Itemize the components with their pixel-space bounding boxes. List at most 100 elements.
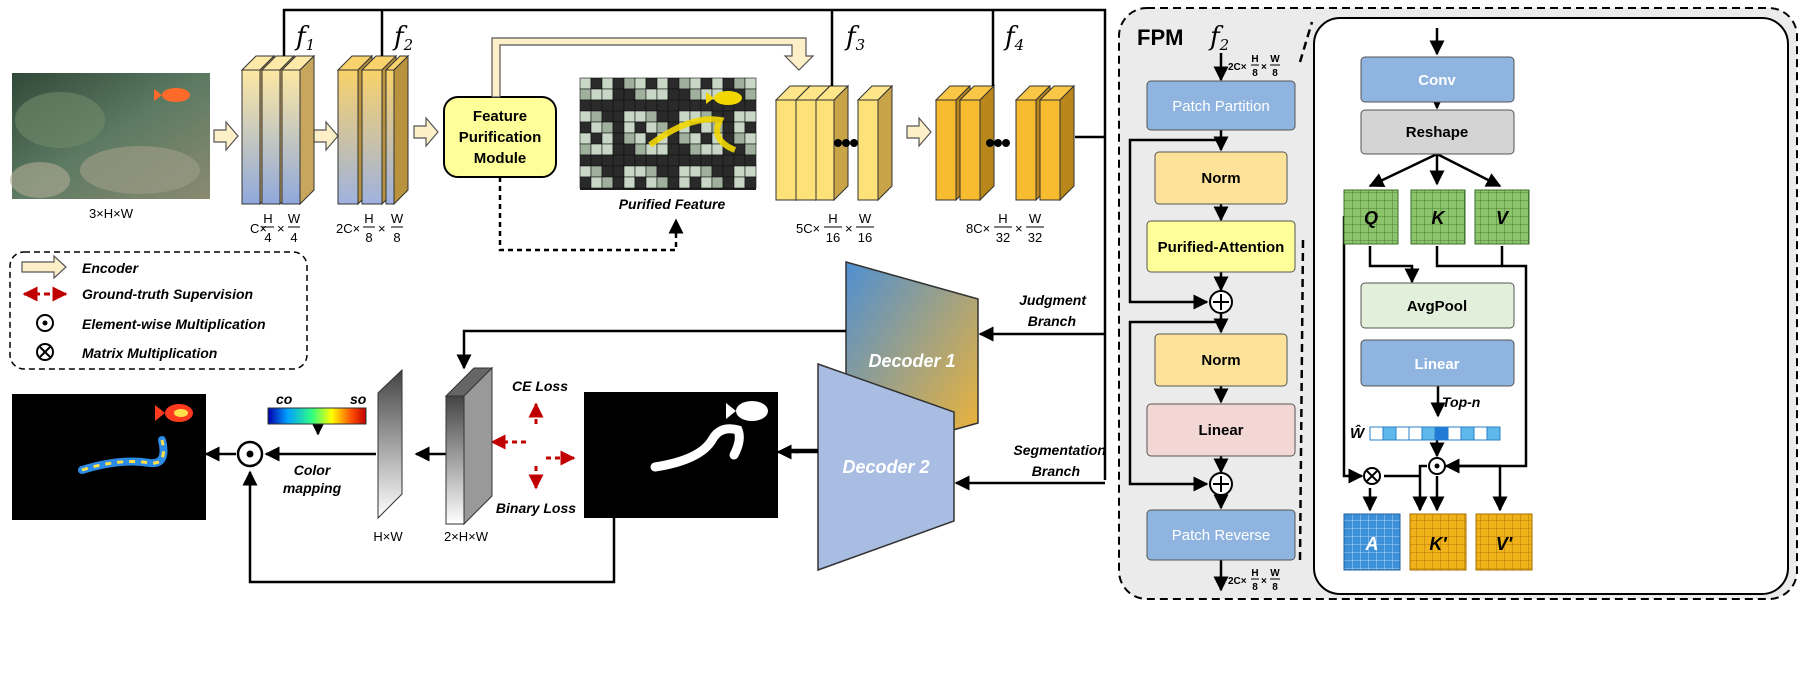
svg-text:so: so	[350, 391, 367, 407]
grid-cell	[634, 165, 647, 178]
grid-cell	[612, 99, 625, 112]
feature-block	[814, 84, 850, 202]
skip-arrow	[491, 37, 815, 98]
grid-cell	[612, 77, 625, 90]
grid-cell	[590, 132, 603, 145]
grid-cell	[634, 77, 647, 90]
grid-cell	[590, 143, 603, 156]
grid-cell	[634, 132, 647, 145]
vector-cell	[1382, 426, 1397, 441]
grid-cell	[590, 110, 603, 123]
encoder-arrow-2	[313, 120, 339, 152]
fpm-flow-lines	[1128, 53, 1229, 592]
encoder-arrow-1	[213, 120, 239, 152]
grid-cell	[590, 121, 603, 134]
input-dimension: 3×H×W	[89, 206, 134, 221]
grid-cell	[722, 77, 735, 90]
svg-text:V′: V′	[1496, 534, 1513, 554]
encoder-arrow-4	[906, 116, 932, 148]
svg-text:8: 8	[1272, 582, 1278, 593]
grid-cell	[744, 154, 757, 167]
grid-cell	[678, 165, 691, 178]
a-matrix: A	[1343, 513, 1401, 571]
elementwise-multiply-node-fpm	[1428, 457, 1446, 475]
grid-cell	[612, 110, 625, 123]
v-prime-matrix: V′	[1475, 513, 1533, 571]
svg-text:Matrix Multiplication: Matrix Multiplication	[82, 345, 217, 361]
elementwise-multiply-icon	[36, 314, 54, 332]
grid-cell	[579, 143, 592, 156]
grid-cell	[689, 88, 702, 101]
grid-cell	[612, 121, 625, 134]
encoder-arrow-3	[413, 116, 439, 148]
grid-cell	[678, 154, 691, 167]
dashed-supervision-path	[498, 177, 684, 252]
svg-text:2C×: 2C×	[336, 221, 360, 236]
svg-text:Q: Q	[1364, 208, 1378, 228]
grid-cell	[579, 110, 592, 123]
grid-cell	[667, 154, 680, 167]
top-n-label: Top-n	[1442, 394, 1480, 410]
grid-cell	[612, 176, 625, 189]
grid-cell	[733, 121, 746, 134]
vector-cell	[1434, 426, 1449, 441]
grid-cell	[656, 165, 669, 178]
feature-block	[280, 54, 316, 206]
color-bar: co so Color mapping	[267, 391, 367, 496]
grid-cell	[623, 121, 636, 134]
svg-text:Ŵ: Ŵ	[1350, 424, 1366, 442]
svg-text:Conv: Conv	[1418, 72, 1456, 89]
svg-text:W: W	[1270, 54, 1280, 65]
grid-cell	[678, 143, 691, 156]
grid-cell	[634, 154, 647, 167]
fpm-dim-in: 2C× H 8 × W 8	[1228, 54, 1280, 79]
svg-text:H: H	[1251, 54, 1258, 65]
attention-flow-lines	[1342, 28, 1528, 512]
hw-label: H×W	[373, 529, 403, 544]
conv-box: Conv	[1360, 56, 1515, 103]
svg-text:Decoder 1: Decoder 1	[868, 351, 955, 371]
grid-cell	[634, 99, 647, 112]
add-node-icon	[1209, 472, 1233, 496]
svg-text:8: 8	[365, 230, 372, 245]
svg-text:H: H	[1251, 568, 1258, 579]
svg-text:5C×: 5C×	[796, 221, 820, 236]
grid-cell	[744, 77, 757, 90]
svg-text:Norm: Norm	[1201, 170, 1240, 187]
grid-cell	[579, 121, 592, 134]
grid-cell	[645, 165, 658, 178]
grid-cell	[590, 176, 603, 189]
grid-cell	[634, 176, 647, 189]
q-matrix: Q	[1343, 189, 1399, 245]
grid-cell	[744, 121, 757, 134]
svg-text:K: K	[1432, 208, 1447, 228]
grid-cell	[623, 165, 636, 178]
grid-cell	[645, 121, 658, 134]
svg-text:Decoder 2: Decoder 2	[842, 457, 929, 477]
vector-cell	[1408, 426, 1423, 441]
grid-cell	[667, 176, 680, 189]
grid-cell	[656, 110, 669, 123]
svg-text:8C×: 8C×	[966, 221, 990, 236]
grid-cell	[711, 165, 724, 178]
grid-cell	[689, 165, 702, 178]
ellipsis-icon	[834, 139, 858, 147]
svg-text:W: W	[1270, 568, 1280, 579]
grid-cell	[579, 132, 592, 145]
vector-cell	[1395, 426, 1410, 441]
grid-cell	[579, 165, 592, 178]
svg-text:Ground-truth Supervision: Ground-truth Supervision	[82, 286, 253, 302]
grid-cell	[667, 165, 680, 178]
svg-text:Color: Color	[294, 462, 332, 478]
vector-cell	[1473, 426, 1488, 441]
svg-text:H: H	[998, 211, 1007, 226]
grid-cell	[623, 110, 636, 123]
svg-text:8: 8	[1252, 68, 1258, 79]
grid-cell	[700, 132, 713, 145]
grid-cell	[711, 176, 724, 189]
grid-cell	[579, 176, 592, 189]
grid-cell	[656, 176, 669, 189]
grid-cell	[601, 143, 614, 156]
linear-box-2: Linear	[1360, 339, 1515, 387]
